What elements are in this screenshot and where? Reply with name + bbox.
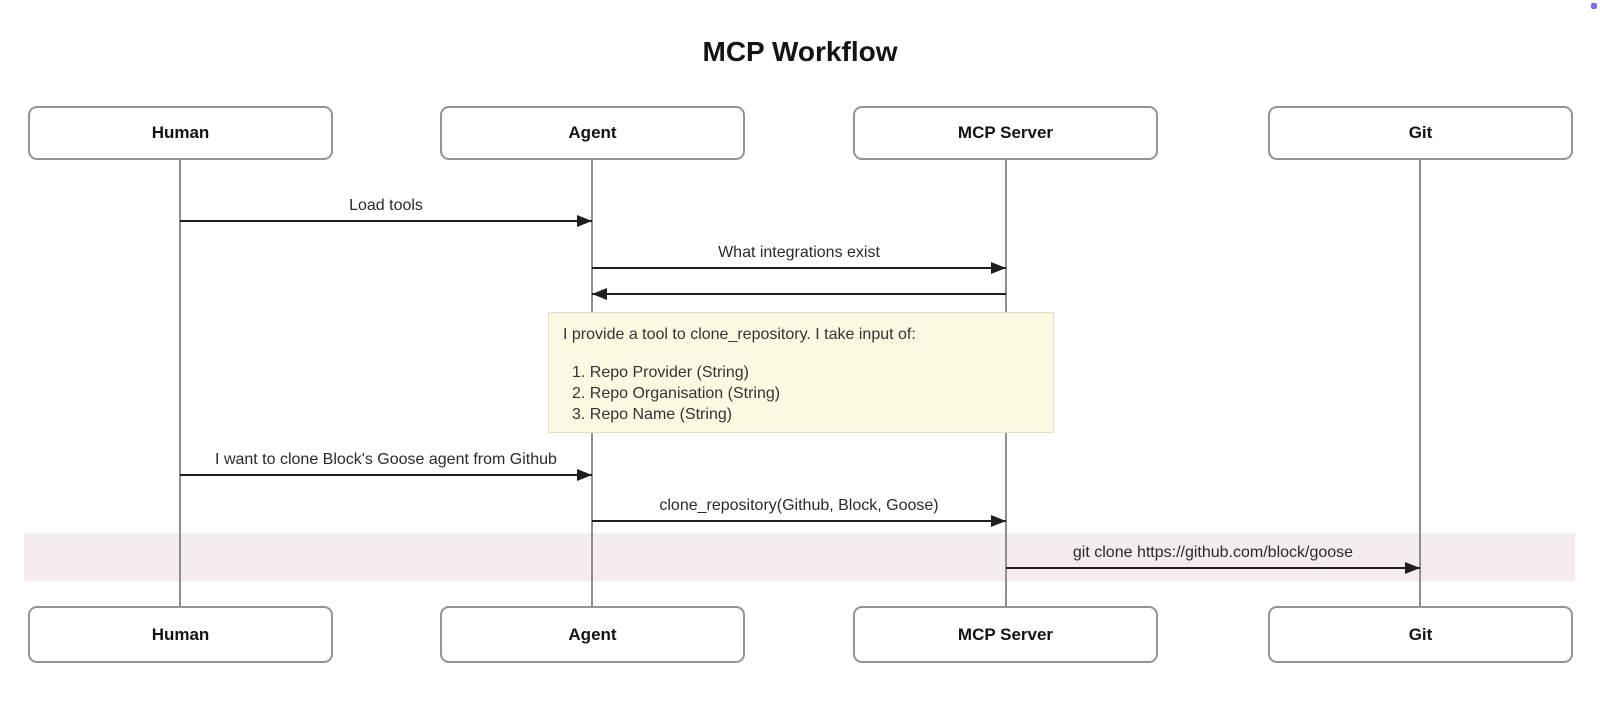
message-arrow-line	[180, 469, 592, 481]
arrowhead-right-icon	[991, 262, 1006, 274]
participant-label: Agent	[568, 624, 617, 644]
arrowhead-right-icon	[577, 469, 592, 481]
message-label: git clone https://github.com/block/goose	[1072, 544, 1354, 561]
participant-label: Agent	[568, 123, 617, 142]
message-arrow-line	[592, 515, 1006, 527]
message-clone-repository-call: clone_repository(Github, Block, Goose)	[592, 496, 1006, 527]
note-box: I provide a tool to clone_repository. I …	[548, 312, 1054, 433]
participant-box-mcp-server-bottom: MCP Server	[853, 606, 1158, 663]
participant-box-human-bottom: Human	[28, 606, 333, 663]
cursor-dot	[1591, 3, 1597, 9]
participant-box-git-bottom: Git	[1268, 606, 1573, 663]
note-list: 1. Repo Provider (String) 2. Repo Organi…	[563, 362, 1039, 425]
participant-box-git-top: Git	[1268, 106, 1573, 160]
message-label: clone_repository(Github, Block, Goose)	[659, 497, 939, 514]
lifeline-human	[179, 160, 181, 606]
participant-label: Git	[1408, 123, 1433, 142]
message-label: I want to clone Block's Goose agent from…	[215, 451, 557, 468]
participant-label: MCP Server	[957, 624, 1054, 644]
message-arrow-line	[180, 215, 592, 227]
message-label: What integrations exist	[718, 244, 880, 261]
note-list-item: 3. Repo Name (String)	[572, 406, 733, 423]
message-load-tools: Load tools	[180, 196, 592, 227]
arrowhead-right-icon	[577, 215, 592, 227]
message-what-integrations-exist: What integrations exist	[592, 243, 1006, 274]
diagram-title: MCP Workflow	[702, 36, 898, 67]
message-arrow-line	[1006, 562, 1420, 574]
message-clone-request: I want to clone Block's Goose agent from…	[180, 450, 592, 481]
participant-box-agent-top: Agent	[440, 106, 745, 160]
participant-label: MCP Server	[957, 123, 1054, 142]
message-git-clone: git clone https://github.com/block/goose	[1006, 543, 1420, 574]
participant-box-human-top: Human	[28, 106, 333, 160]
participant-label: Human	[151, 624, 210, 644]
arrowhead-right-icon	[1405, 562, 1420, 574]
note-list-item: 2. Repo Organisation (String)	[572, 385, 781, 402]
lifeline-git	[1419, 160, 1421, 606]
message-label: Load tools	[349, 197, 423, 214]
message-return-arrow	[592, 288, 1006, 300]
participant-label: Human	[151, 123, 210, 142]
participant-label: Git	[1408, 624, 1433, 644]
participant-box-mcp-server-top: MCP Server	[853, 106, 1158, 160]
arrowhead-left-icon	[592, 288, 607, 300]
message-arrow-line	[592, 262, 1006, 274]
note-intro-text: I provide a tool to clone_repository. I …	[563, 326, 916, 343]
arrowhead-right-icon	[991, 515, 1006, 527]
highlight-band	[24, 533, 1575, 581]
note-list-item: 1. Repo Provider (String)	[572, 364, 749, 381]
participant-box-agent-bottom: Agent	[440, 606, 745, 663]
